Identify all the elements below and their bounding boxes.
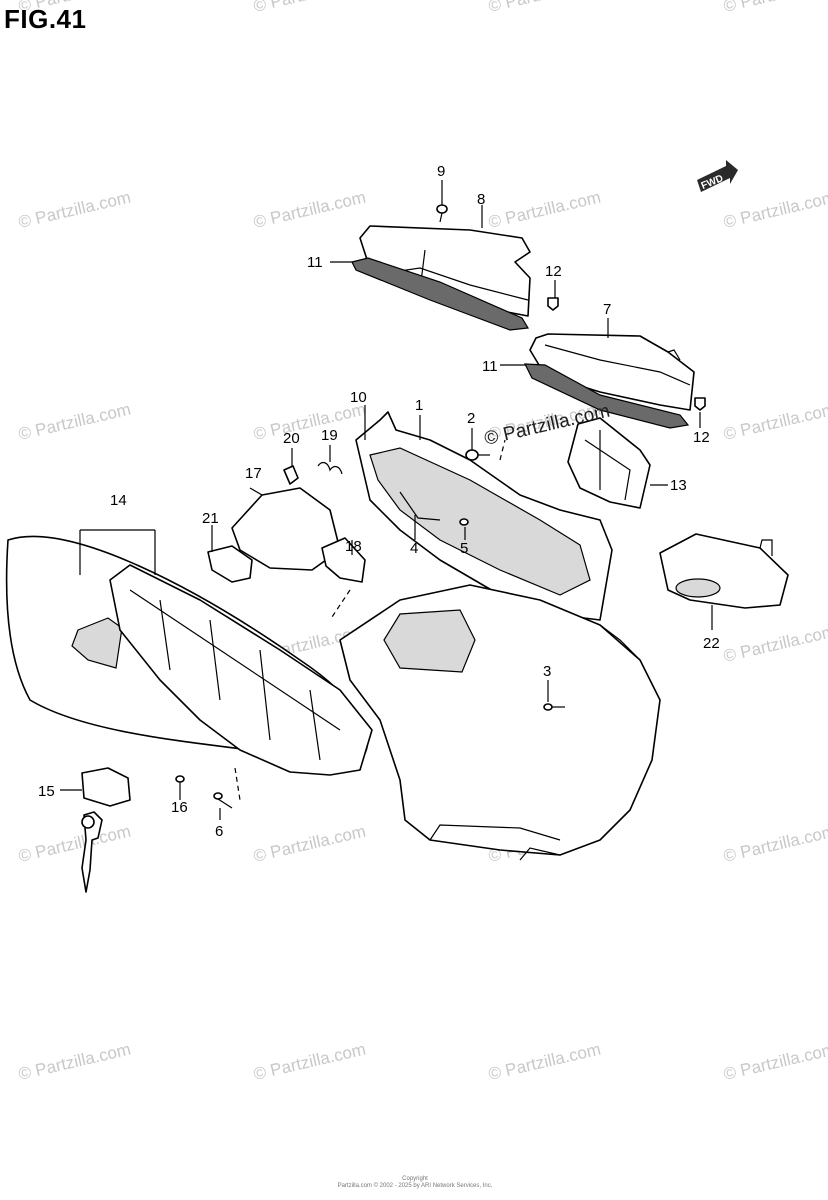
part-20-clip [283,465,299,485]
part-4-link-rod [399,491,441,521]
callout-5: 5 [460,540,468,557]
callout-21: 21 [202,510,219,527]
watermark-text: © Partzilla.com [17,188,133,232]
watermark-text: © Partzilla.com [722,400,828,444]
callout-4: 4 [410,540,418,557]
callout-labels: 9 8 11 12 7 11 12 13 22 1 10 2 4 5 3 14 … [38,163,720,840]
callout-12-upper: 12 [545,263,562,280]
watermark-text: © Partzilla.com [17,1040,133,1084]
callout-11-lower: 11 [482,358,498,375]
watermark-text: © Partzilla.com [722,622,828,666]
watermark-text: © Partzilla.com [252,188,368,232]
watermark-text: © Partzilla.com [722,1040,828,1084]
copyright-line-2: Partzilla.com © 2002 - 2025 by ARI Netwo… [337,1183,493,1189]
copyright-footer: Copyright Partzilla.com © 2002 - 2025 by… [330,1176,500,1190]
leader-lines [60,180,713,820]
part-9-screw [436,204,448,223]
callout-7: 7 [603,301,611,318]
watermark-text: © Partzilla.com [487,0,603,16]
callout-13: 13 [670,477,687,494]
part-10-inner-frame [355,411,613,621]
part-3-screw [543,703,565,711]
forward-direction-arrow-icon: FWD [697,160,738,192]
watermark-text: © Partzilla.com [722,822,828,866]
callout-14: 14 [110,492,127,509]
callout-3: 3 [543,663,551,680]
callout-11-upper: 11 [307,254,323,271]
watermark-text: © Partzilla.com [722,0,828,16]
copyright-line-1: Copyright [402,1176,428,1182]
callout-19: 19 [321,427,338,444]
part-2-bolt [465,449,490,461]
callout-10: 10 [350,389,367,406]
callout-2: 2 [467,410,475,427]
figure-title: FIG.41 [4,4,87,34]
callout-8: 8 [477,191,485,208]
part-12-grommet-upper [547,297,559,311]
part-6-bolt [213,792,233,809]
part-1-main-body [339,584,661,861]
part-14-lid-inner-frame [109,564,373,776]
callout-22: 22 [703,635,720,652]
watermark-text: © Partzilla.com [487,1040,603,1084]
callout-12-lower: 12 [693,429,710,446]
watermark-text: © Partzilla.com [17,400,133,444]
callout-15: 15 [38,783,55,800]
callout-20: 20 [283,430,300,447]
part-13-bracket [567,417,651,509]
part-19-spring [317,461,343,475]
callout-18: 18 [345,538,362,555]
part-18-hinge [321,537,366,583]
fwd-label: FWD [700,173,725,192]
callout-1: 1 [415,397,423,414]
watermark-text: © Partzilla.com [17,822,133,866]
watermark-text: © Partzilla.com [487,188,603,232]
part-5-screw [459,518,469,526]
part-22-cover [659,533,789,609]
part-21-latch [207,545,253,583]
part-15-lock [81,767,131,893]
watermark-text: © Partzilla.com [252,0,368,16]
watermark-text: © Partzilla.com [252,822,368,866]
watermark-text: © Partzilla.com [252,1040,368,1084]
part-11-upper-seal [351,257,529,331]
callout-16: 16 [171,799,188,816]
callout-9: 9 [437,163,445,180]
part-16-screw [175,775,185,790]
watermark-text: © Partzilla.com [252,400,368,444]
key-icon [81,815,95,829]
callout-17: 17 [245,465,262,482]
callout-6: 6 [215,823,223,840]
part-12-grommet-lower [694,397,706,411]
part-11-lower-seal [524,363,690,429]
watermark-text: © Partzilla.com [722,188,828,232]
